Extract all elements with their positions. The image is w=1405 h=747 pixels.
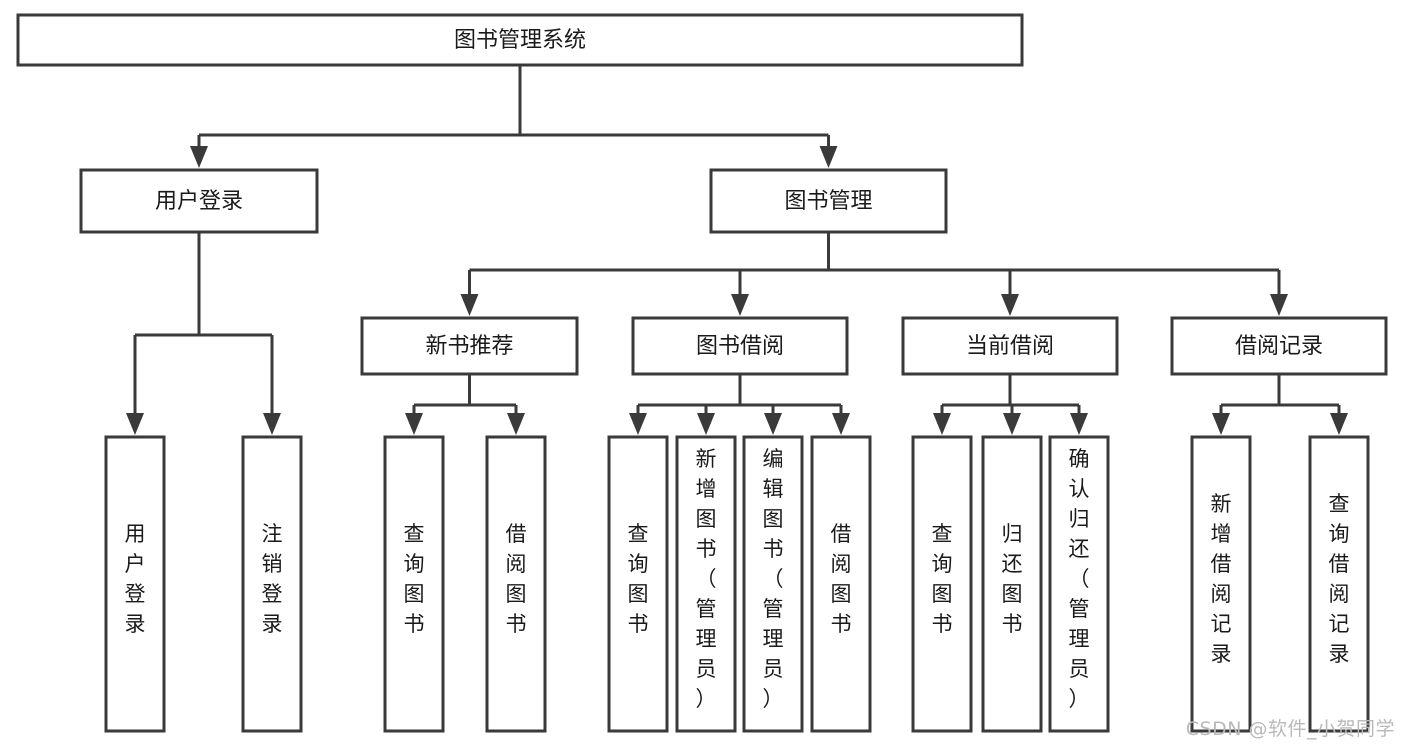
- arrow-head-icon: [697, 413, 715, 435]
- node-label: 查询图书: [404, 522, 425, 636]
- node-leaf-3[interactable]: 借阅图书: [485, 435, 547, 733]
- node-rect: [1170, 316, 1388, 376]
- node-leaf-7[interactable]: 借阅图书: [810, 435, 872, 733]
- arrow-head-icon: [1270, 294, 1288, 316]
- node-label: 注销登录: [262, 522, 283, 636]
- node-label: 查询图书: [932, 522, 953, 636]
- node-rect: [1308, 435, 1370, 733]
- node-rect: [485, 435, 547, 733]
- node-rect: [104, 435, 166, 733]
- node-level2-3[interactable]: 借阅记录: [1170, 316, 1388, 376]
- arrow-head-icon: [1330, 413, 1348, 435]
- node-rect: [911, 435, 973, 733]
- node-rect: [383, 435, 445, 733]
- node-label: 编辑图书（管理员）: [763, 447, 784, 711]
- node-label: 新增图书（管理员）: [696, 447, 717, 711]
- node-label: 用户登录: [125, 522, 146, 636]
- node-leaf-11[interactable]: 新增借阅记录: [1190, 435, 1252, 733]
- node-leaf-4[interactable]: 查询图书: [607, 435, 669, 733]
- node-label: 查询图书: [628, 522, 649, 636]
- node-level1-1[interactable]: 图书管理: [709, 168, 948, 234]
- node-level2-0[interactable]: 新书推荐: [360, 316, 579, 376]
- arrow-head-icon: [832, 413, 850, 435]
- node-rect: [810, 435, 872, 733]
- node-label: 当前借阅: [966, 334, 1054, 359]
- node-label: 用户登录: [155, 189, 243, 214]
- arrow-head-icon: [629, 413, 647, 435]
- node-label: 图书管理系统: [454, 28, 586, 53]
- arrow-head-icon: [731, 294, 749, 316]
- arrow-head-icon: [507, 413, 525, 435]
- node-rect: [241, 435, 303, 733]
- node-label: 借阅记录: [1235, 334, 1323, 359]
- arrow-head-icon: [933, 413, 951, 435]
- node-layer: 图书管理系统用户登录图书管理新书推荐图书借阅当前借阅借阅记录用户登录注销登录查询…: [16, 13, 1388, 733]
- node-leaf-12[interactable]: 查询借阅记录: [1308, 435, 1370, 733]
- node-rect: [675, 435, 737, 733]
- node-label: 新增借阅记录: [1211, 492, 1232, 666]
- node-rect: [79, 168, 319, 234]
- node-label: 借阅图书: [831, 522, 852, 636]
- arrow-head-icon: [263, 413, 281, 435]
- node-rect: [901, 316, 1119, 376]
- node-rect: [981, 435, 1043, 733]
- node-level2-2[interactable]: 当前借阅: [901, 316, 1119, 376]
- node-label: 图书管理: [784, 189, 872, 214]
- node-level2-1[interactable]: 图书借阅: [631, 316, 849, 376]
- arrow-head-icon: [126, 413, 144, 435]
- node-leaf-6[interactable]: 编辑图书（管理员）: [742, 435, 804, 733]
- node-rect: [709, 168, 948, 234]
- node-rect: [360, 316, 579, 376]
- arrow-head-icon: [405, 413, 423, 435]
- node-leaf-9[interactable]: 归还图书: [981, 435, 1043, 733]
- node-level1-0[interactable]: 用户登录: [79, 168, 319, 234]
- node-label: 查询借阅记录: [1329, 492, 1350, 666]
- node-leaf-0[interactable]: 用户登录: [104, 435, 166, 733]
- node-label: 图书借阅: [696, 334, 784, 359]
- node-leaf-1[interactable]: 注销登录: [241, 435, 303, 733]
- arrow-head-icon: [190, 146, 208, 168]
- node-rect: [607, 435, 669, 733]
- arrow-head-icon: [1001, 294, 1019, 316]
- node-rect: [1190, 435, 1252, 733]
- arrow-head-icon: [764, 413, 782, 435]
- node-root-system[interactable]: 图书管理系统: [16, 13, 1024, 67]
- arrow-head-icon: [1003, 413, 1021, 435]
- arrow-head-icon: [460, 294, 479, 316]
- arrow-head-icon: [1212, 413, 1230, 435]
- node-label: 确认归还（管理员）: [1069, 447, 1090, 711]
- node-rect: [16, 13, 1024, 67]
- edge-layer: [126, 65, 1348, 435]
- node-rect: [1048, 435, 1110, 733]
- node-rect: [631, 316, 849, 376]
- node-leaf-8[interactable]: 查询图书: [911, 435, 973, 733]
- node-leaf-5[interactable]: 新增图书（管理员）: [675, 435, 737, 733]
- node-label: 借阅图书: [506, 522, 527, 636]
- node-label: 新书推荐: [425, 334, 513, 359]
- node-label: 归还图书: [1002, 522, 1023, 636]
- arrow-head-icon: [1070, 413, 1088, 435]
- arrow-head-icon: [819, 146, 838, 168]
- node-rect: [742, 435, 804, 733]
- node-leaf-10[interactable]: 确认归还（管理员）: [1048, 435, 1110, 733]
- node-leaf-2[interactable]: 查询图书: [383, 435, 445, 733]
